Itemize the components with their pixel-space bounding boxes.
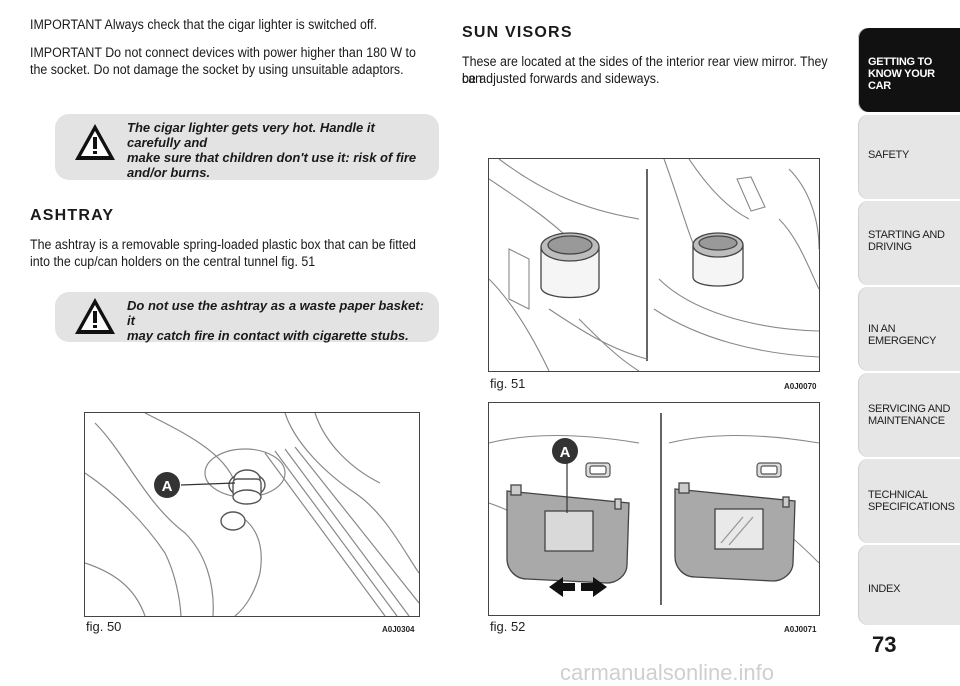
tab-label: IN AN EMERGENCY <box>868 323 937 347</box>
paragraph-cigar-switch: IMPORTANT Always check that the cigar li… <box>30 17 377 32</box>
figure-51-ashtray <box>488 158 820 372</box>
warning-box-cigar: The cigar lighter gets very hot. Handle … <box>55 114 439 180</box>
warning-line: Do not use the ashtray as a waste paper … <box>127 298 424 328</box>
paragraph-ashtray-line2: into the cup/can holders on the central … <box>30 254 316 269</box>
figure-51-label: fig. 51 <box>490 376 526 391</box>
tab-label: INDEX <box>868 583 901 595</box>
heading-sun-visors: SUN VISORS <box>462 24 573 41</box>
figure-51-code: A0J0070 <box>784 382 817 391</box>
heading-ashtray: ASHTRAY <box>30 207 115 224</box>
warning-line: make sure that children don't use it: ri… <box>127 150 417 165</box>
page-number: 73 <box>872 632 897 657</box>
sun-visor-illustration: A <box>489 413 819 605</box>
paragraph-sun-line1: These are located at the sides of the in… <box>462 54 828 86</box>
figure-50-code: A0J0304 <box>382 625 415 634</box>
warning-line: may catch fire in contact with cigarette… <box>127 328 409 343</box>
callout-a: A <box>162 478 173 495</box>
figure-52-sun-visors: A <box>488 402 820 616</box>
paragraph-sun-line2: be adjusted forwards and sideways. <box>462 71 660 86</box>
tab-in-an-emergency[interactable]: IN AN EMERGENCY <box>858 287 960 371</box>
figure-50-cigar-lighter: A <box>84 412 420 617</box>
warning-triangle-icon <box>75 124 115 160</box>
warning-triangle-icon <box>75 298 115 334</box>
warning-box-ashtray: Do not use the ashtray as a waste paper … <box>55 292 439 343</box>
tab-label: SAFETY <box>868 149 909 161</box>
paragraph-ashtray-line1: The ashtray is a removable spring-loaded… <box>30 237 416 252</box>
tab-safety[interactable]: SAFETY <box>858 115 960 199</box>
figure-52-label: fig. 52 <box>490 619 526 634</box>
cigar-lighter-illustration: A <box>85 413 419 616</box>
paragraph-power-line2: the socket. Do not damage the socket by … <box>30 62 404 77</box>
figure-50-label: fig. 50 <box>86 619 122 634</box>
callout-a: A <box>560 444 571 461</box>
left-right-arrow-icon <box>549 577 607 597</box>
ashtray-illustration <box>489 159 819 371</box>
warning-line: and/or burns. <box>127 165 211 180</box>
figure-52-code: A0J0071 <box>784 625 817 634</box>
warning-line: The cigar lighter gets very hot. Handle … <box>127 120 375 150</box>
tab-index[interactable]: INDEX <box>858 545 960 625</box>
watermark: carmanualsonline.info <box>560 660 775 685</box>
paragraph-power-line1: IMPORTANT Do not connect devices with po… <box>30 45 416 60</box>
